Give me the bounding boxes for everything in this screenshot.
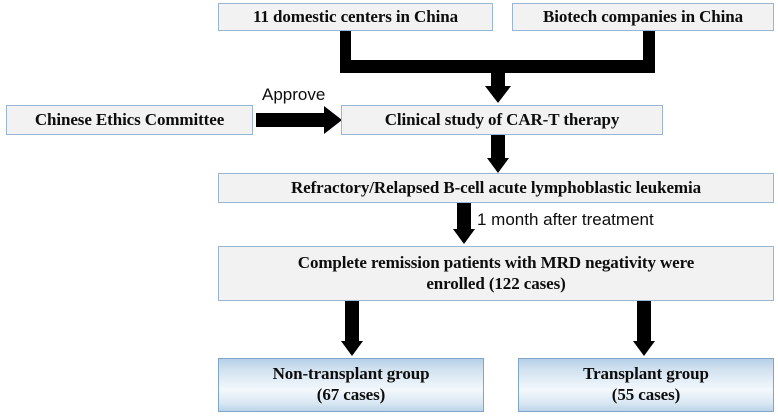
node-biotech-companies-label: Biotech companies in China xyxy=(542,6,743,26)
node-domestic-centers-label: 11 domestic centers in China xyxy=(253,6,458,26)
node-refractory-relapsed-bcell-all-label: Refractory/Relapsed B-cell acute lymphob… xyxy=(291,177,701,197)
connector-approve-shaft xyxy=(256,113,325,127)
node-non-transplant-group-label: Non-transplant group (67 cases) xyxy=(267,364,436,405)
node-clinical-study-label: Clinical study of CAR-T therapy xyxy=(384,109,620,129)
connector-to-transplant-shaft xyxy=(637,301,651,343)
edge-label-approve: Approve xyxy=(262,85,326,104)
connector-biotech-stem xyxy=(643,31,655,68)
node-enrolled-complete-remission-label: Complete remission patients with MRD neg… xyxy=(292,253,700,294)
arrowhead-refractory-to-enrolled xyxy=(453,229,475,244)
node-transplant-group: Transplant group (55 cases) xyxy=(518,358,774,412)
arrowhead-approve-to-clinical xyxy=(324,106,342,134)
node-enrolled-line2: enrolled (122 cases) xyxy=(426,273,566,293)
node-chinese-ethics-committee: Chinese Ethics Committee xyxy=(6,105,253,135)
connector-centers-stem xyxy=(340,31,351,68)
connector-one-month-shaft xyxy=(457,203,471,231)
node-non-transplant-group: Non-transplant group (67 cases) xyxy=(218,358,484,412)
node-biotech-companies: Biotech companies in China xyxy=(512,3,774,31)
node-non-transplant-line1: Non-transplant group xyxy=(272,364,430,384)
arrowhead-clinical-to-refractory xyxy=(487,158,509,173)
edge-label-one-month-after-treatment: 1 month after treatment xyxy=(477,210,654,229)
node-enrolled-complete-remission: Complete remission patients with MRD neg… xyxy=(218,246,774,301)
node-transplant-line1: Transplant group xyxy=(583,364,709,384)
node-clinical-study: Clinical study of CAR-T therapy xyxy=(341,105,663,135)
connector-to-non-transplant-shaft xyxy=(345,301,359,343)
node-refractory-relapsed-bcell-all: Refractory/Relapsed B-cell acute lymphob… xyxy=(218,173,774,203)
arrowhead-to-non-transplant xyxy=(341,341,363,356)
arrowhead-merge-to-clinical xyxy=(485,86,511,103)
node-enrolled-line1: Complete remission patients with MRD neg… xyxy=(297,252,695,272)
connector-merge-shaft xyxy=(491,60,505,87)
node-non-transplant-line2: (67 cases) xyxy=(316,385,386,404)
node-transplant-group-label: Transplant group (55 cases) xyxy=(577,364,715,405)
node-chinese-ethics-committee-label: Chinese Ethics Committee xyxy=(34,109,225,129)
connector-clinical-to-refractory-shaft xyxy=(491,135,505,160)
node-domestic-centers: 11 domestic centers in China xyxy=(218,3,493,31)
node-transplant-line2: (55 cases) xyxy=(611,385,681,404)
arrowhead-to-transplant xyxy=(633,341,655,356)
